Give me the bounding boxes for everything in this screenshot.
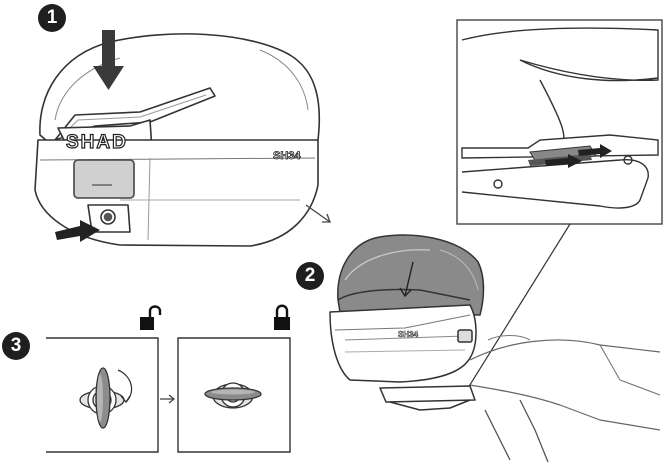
push-button-arrow <box>55 220 100 242</box>
bike-tail <box>469 339 661 361</box>
rack-plate <box>379 385 476 403</box>
step-badge-3: 3 <box>2 332 30 360</box>
step-badge-2: 2 <box>296 262 324 290</box>
rail-detail-inset <box>456 19 663 225</box>
key-panel-locked <box>177 337 291 453</box>
model-label-text: SH34 <box>273 150 301 162</box>
key-panel-unlocked <box>46 337 159 453</box>
detail-leader-line <box>467 223 571 389</box>
flow-arrow-unlock-to-lock <box>160 394 176 404</box>
front-panel <box>73 159 135 199</box>
slide-arrows <box>545 144 612 168</box>
closed-padlock-icon <box>274 304 290 330</box>
step-badge-1: 1 <box>38 4 66 32</box>
key-vertical <box>79 367 125 429</box>
mounted-base <box>329 304 477 383</box>
flow-arrow-1-to-2 <box>305 204 331 223</box>
mounted-model-label: SH34 <box>398 330 419 339</box>
brand-logo-text: SHAD <box>66 132 128 153</box>
step2-mounted-case <box>329 234 661 463</box>
lower-lid-arrow <box>399 261 414 298</box>
open-padlock-icon <box>140 305 162 330</box>
press-down-arrow <box>93 30 124 90</box>
key-horizontal <box>204 382 262 409</box>
reflector-strip <box>54 87 216 141</box>
